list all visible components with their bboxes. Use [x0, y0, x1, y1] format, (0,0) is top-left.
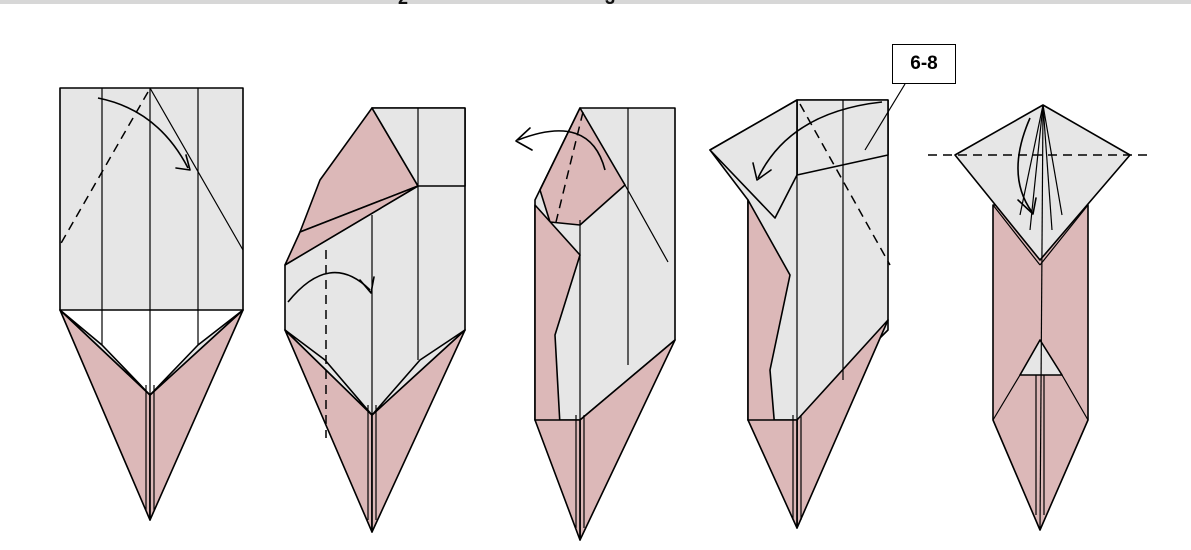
arrow-head — [1017, 197, 1037, 215]
step-label-box: 6-8 — [892, 44, 956, 84]
fold-back-arrow — [517, 130, 606, 171]
top-edge-bar — [0, 0, 1191, 4]
arrow-head — [175, 154, 191, 171]
fold-arrow — [97, 97, 189, 169]
step-figure-2 — [284, 107, 466, 533]
step-figure-1 — [59, 87, 244, 521]
arrow-head — [515, 127, 533, 151]
step-number-mark-2: 2 — [398, 0, 408, 7]
callout-leader — [864, 83, 906, 151]
fold-arrow — [1017, 117, 1033, 213]
step-figure-4 — [709, 83, 906, 529]
valley-fold-line — [799, 103, 891, 266]
fold-arrow — [757, 101, 883, 179]
step-figure-5 — [928, 104, 1152, 531]
step-number-mark-3: 3 — [605, 0, 615, 7]
step-figure-3 — [515, 107, 676, 541]
arrow-head — [752, 162, 772, 181]
arrow-head — [359, 276, 375, 294]
valley-fold-line — [555, 111, 584, 223]
